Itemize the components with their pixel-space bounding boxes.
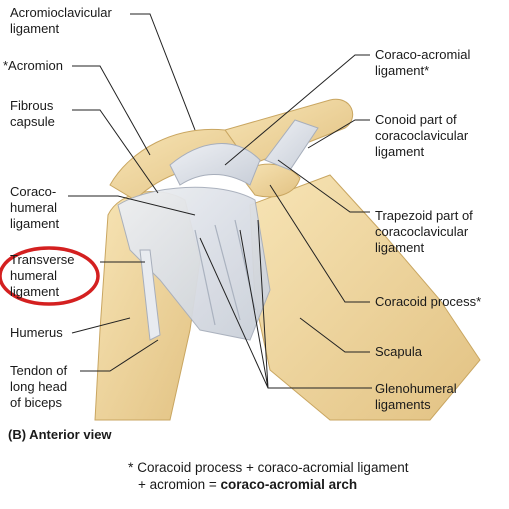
label-coracoid-process: Coracoid process* [375, 294, 482, 309]
label-fibrous-capsule: Fibrous capsule [10, 98, 55, 129]
label-humerus: Humerus [10, 325, 63, 340]
label-tendon-long-head-biceps: Tendon of long head of biceps [10, 363, 68, 410]
label-trapezoid-part: Trapezoid part of coracoclavicular ligam… [375, 208, 473, 255]
label-conoid-part: Conoid part of coracoclavicular ligament [375, 112, 469, 159]
label-transverse-humeral-ligament: Transverse humeral ligament [10, 252, 75, 299]
highlight-circle [0, 246, 100, 306]
label-scapula: Scapula [375, 344, 422, 359]
scapula-shape [249, 174, 481, 421]
footnote-line-2: + acromion = coraco-acromial arch [128, 476, 408, 493]
view-title: (B) Anterior view [8, 427, 112, 442]
footnote: * Coracoid process + coraco-acromial lig… [128, 459, 408, 493]
label-acromion: *Acromion [3, 58, 63, 73]
label-acromioclavicular-ligament: Acromioclavicular ligament [10, 5, 112, 36]
footnote-line-1: * Coracoid process + coraco-acromial lig… [128, 459, 408, 476]
label-coracoacromial-ligament: Coraco-acromial ligament* [375, 47, 471, 78]
coracoclavicular-band [264, 119, 319, 171]
footnote-star: * [128, 459, 134, 475]
footnote-line2-bold: coraco-acromial arch [220, 477, 358, 492]
label-coracohumeral-ligament: Coraco- humeral ligament [10, 184, 60, 231]
leader-lines [68, 13, 372, 389]
footnote-line1-text: Coracoid process + coraco-acromial ligam… [137, 460, 409, 475]
label-glenohumeral-ligaments: Glenohumeral ligaments [375, 381, 457, 412]
capsule-shape [117, 186, 271, 341]
footnote-line2-prefix: + acromion = [138, 477, 221, 492]
biceps-tendon-shape [139, 249, 161, 341]
